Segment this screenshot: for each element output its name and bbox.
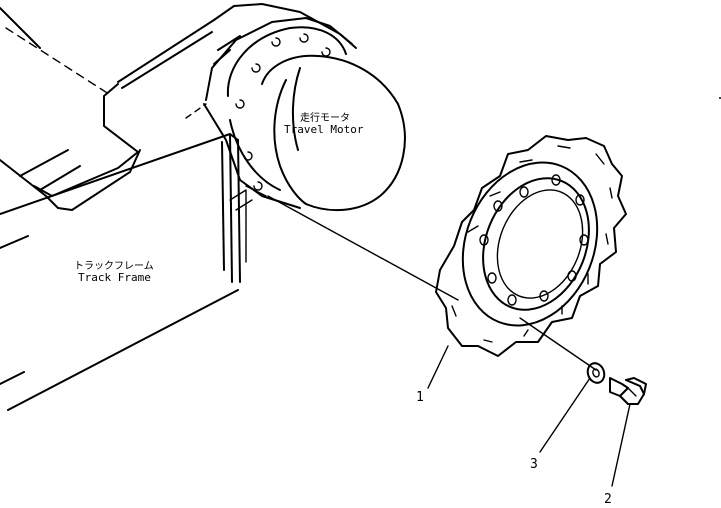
callout-1: 1 [416,390,424,405]
callout-3: 3 [530,457,538,472]
bolt [609,377,647,405]
motor-label: 走行モータ Travel Motor [284,111,364,136]
callout-2: 2 [604,492,612,507]
track-frame [0,7,253,411]
travel-motor-label-en: Travel Motor [284,123,364,136]
travel-motor-label-jp: 走行モータ [300,111,350,124]
track-frame-label-jp: トラックフレーム [74,260,154,272]
track-frame-label-en: Track Frame [78,271,151,284]
assembly-centerlines [267,195,597,371]
travel-motor [117,3,406,212]
washer [586,362,606,384]
leader-lines [427,345,631,487]
sprocket [435,135,627,357]
frame-label: トラックフレーム Track Frame [74,260,154,284]
